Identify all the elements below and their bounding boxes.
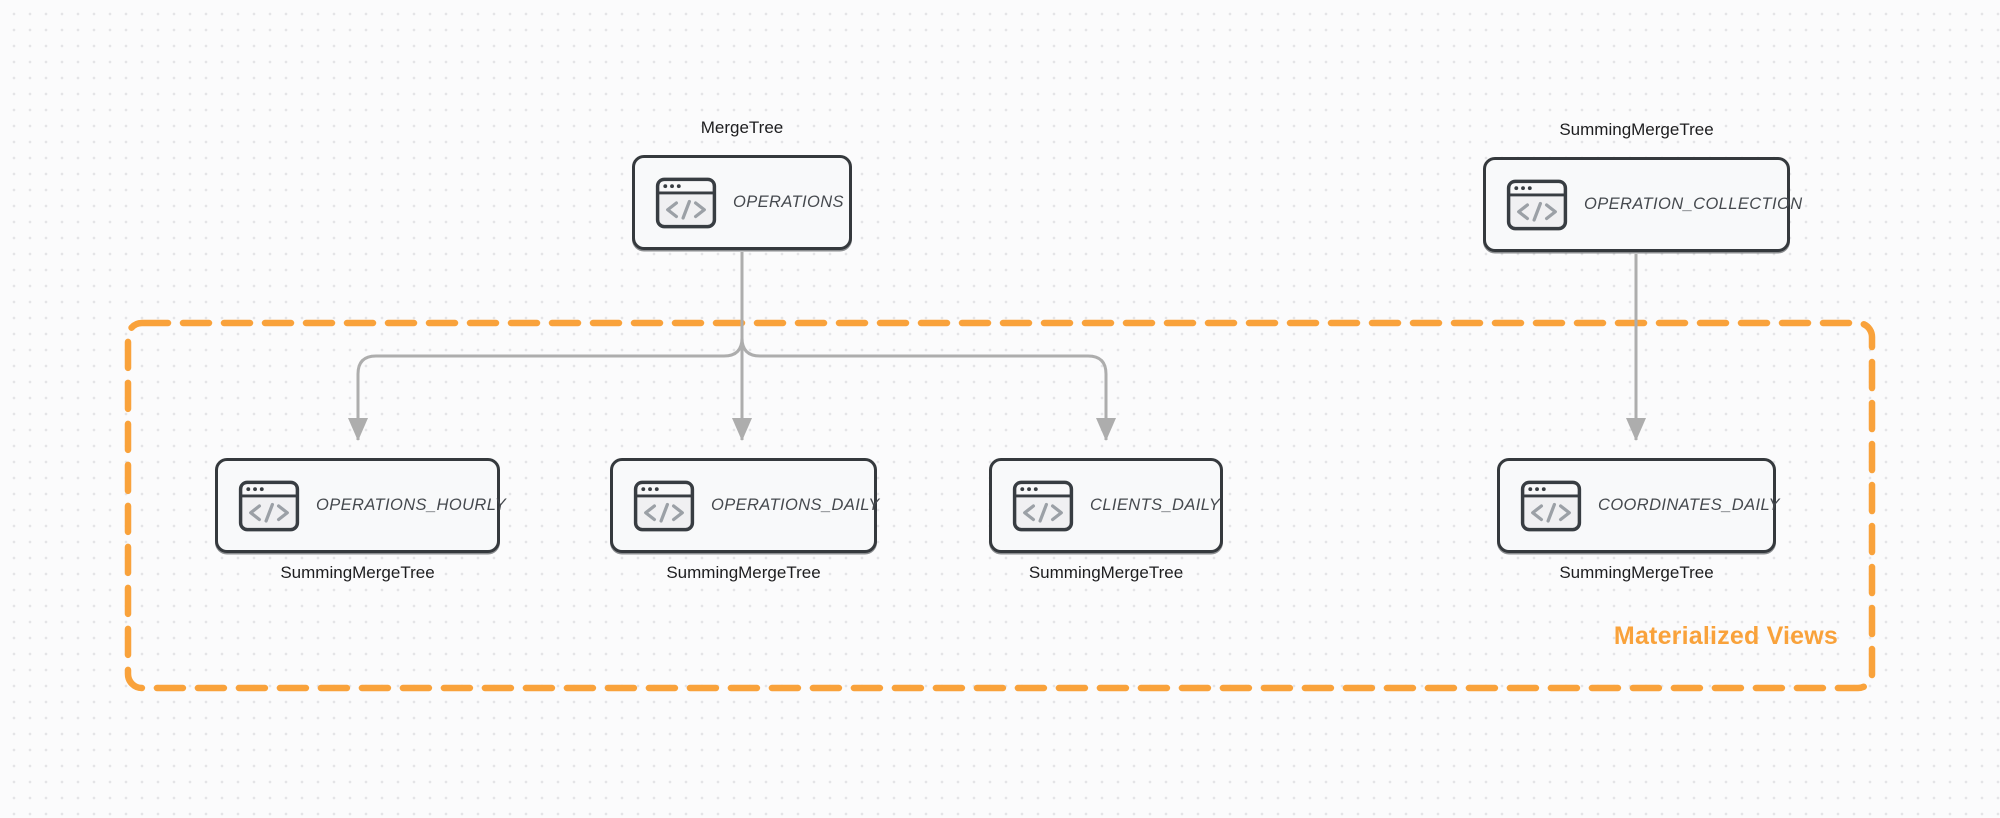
table-name: OPERATIONS — [733, 193, 844, 211]
code-window-icon — [633, 480, 695, 532]
table-node-clients-daily[interactable]: CLIENTS_DAILY — [989, 458, 1223, 553]
engine-label: SummingMergeTree — [1028, 563, 1184, 582]
engine-label: MergeTree — [700, 118, 784, 137]
table-node-operations-hourly[interactable]: OPERATIONS_HOURLY — [215, 458, 506, 553]
table-node-operations-daily[interactable]: OPERATIONS_DAILY — [610, 458, 880, 553]
materialized-views-label: Materialized Views — [1613, 622, 1838, 650]
code-window-icon — [1012, 480, 1074, 532]
table-name: OPERATIONS_HOURLY — [316, 496, 507, 514]
engine-label: SummingMergeTree — [1559, 563, 1714, 582]
code-window-icon — [655, 177, 717, 229]
table-node-operation-collection[interactable]: OPERATION_COLLECTION — [1483, 157, 1802, 252]
engine-label: SummingMergeTree — [666, 563, 821, 582]
table-name: CLIENTS_DAILY — [1090, 496, 1221, 514]
table-node-operations[interactable]: OPERATIONS — [632, 155, 852, 250]
engine-label: SummingMergeTree — [280, 563, 435, 582]
edge-operations-to-clients — [740, 252, 1116, 441]
table-name: OPERATIONS_DAILY — [711, 496, 880, 514]
table-node-coordinates-daily[interactable]: COORDINATES_DAILY — [1497, 458, 1780, 553]
edge-operations-to-hourly — [348, 252, 744, 441]
table-name: OPERATION_COLLECTION — [1584, 195, 1803, 213]
code-window-icon — [1520, 480, 1582, 532]
engine-label: SummingMergeTree — [1559, 120, 1714, 139]
code-window-icon — [238, 480, 300, 532]
code-window-icon — [1506, 179, 1568, 231]
table-name: COORDINATES_DAILY — [1598, 496, 1780, 514]
